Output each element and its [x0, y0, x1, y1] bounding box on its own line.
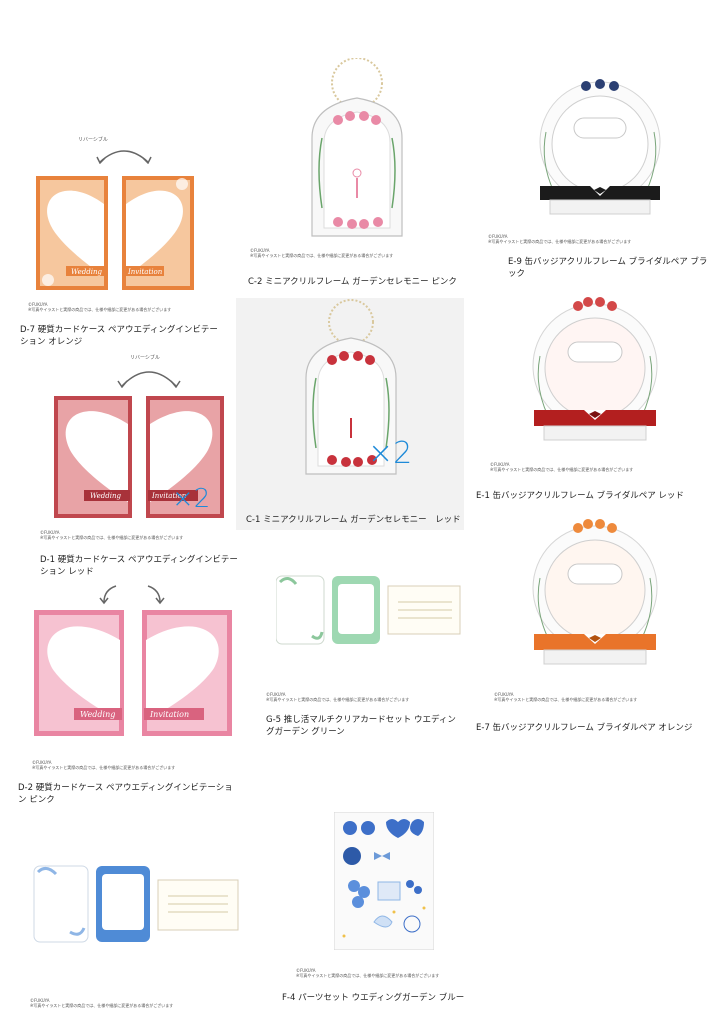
product-c1[interactable]: ×2 C-1 ミニアクリルフレーム ガーデンセレモニー レッド — [236, 298, 464, 530]
card-case-image: Wedding Invitation — [34, 610, 232, 736]
reversible-label: リバーシブル — [78, 137, 108, 143]
disclaimer: ©FUKUYA ※写真やイラストと実際の商品では、仕様や細部に変更がある場合がご… — [266, 692, 410, 702]
mini-frame-image — [311, 58, 403, 237]
down-arrow-left-icon — [99, 585, 117, 605]
product-title: D-1 硬質カードケース ペアウエディングインビテーション レッド — [40, 555, 238, 577]
reversible-arrow-icon — [117, 371, 181, 388]
product-d7[interactable]: リバーシブル Wedding Invitation ©FUKUYA ※写真やイラ… — [20, 137, 218, 348]
product-g5[interactable]: ©FUKUYA ※写真やイラストと実際の商品では、仕様や細部に変更がある場合がご… — [266, 572, 466, 742]
reversible-arrow-icon — [96, 150, 152, 164]
product-d1[interactable]: リバーシブル Wedding Invitation ×2 ©FUKUYA ※写真… — [40, 356, 250, 586]
product-title: G-5 推し活マルチクリアカードセット ウエディングガーデン グリーン — [266, 715, 456, 737]
product-title: E-1 缶バッジアクリルフレーム ブライダルペア レッド — [476, 491, 684, 501]
quantity-annotation: ×2 — [368, 436, 413, 471]
badge-frame-image — [532, 297, 658, 441]
product-title: D-7 硬質カードケース ペアウエディングインビテーション オレンジ — [20, 325, 218, 347]
disclaimer: ©FUKUYA ※写真やイラストと実際の商品では、仕様や細部に変更がある場合がご… — [490, 462, 634, 472]
product-e1[interactable]: ©FUKUYA ※写真やイラストと実際の商品では、仕様や細部に変更がある場合がご… — [470, 290, 715, 505]
product-f4[interactable]: ©FUKUYA ※写真やイラストと実際の商品では、仕様や細部に変更がある場合がご… — [280, 812, 480, 1012]
banner-left-text: Wedding — [71, 268, 102, 276]
product-title: F-4 パーツセット ウエディングガーデン ブルー — [282, 993, 465, 1003]
disclaimer: ©FUKUYA ※写真やイラストと実際の商品では、仕様や細部に変更がある場合がご… — [494, 692, 638, 702]
card-case-image: Wedding Invitation — [54, 396, 224, 518]
badge-frame-image — [532, 519, 658, 665]
banner-left-text: Wedding — [80, 710, 115, 719]
disclaimer: ©FUKUYA ※写真やイラストと実際の商品では、仕様や細部に変更がある場合がご… — [488, 234, 632, 244]
badge-frame-image — [539, 79, 661, 215]
clear-card-set-image — [276, 575, 461, 645]
banner-right-text: Invitation — [151, 492, 187, 500]
disclaimer: ©FUKUYA ※写真やイラストと実際の商品では、仕様や細部に変更がある場合がご… — [40, 530, 184, 540]
card-case-image: Wedding Invitation — [36, 176, 194, 290]
product-e7[interactable]: ©FUKUYA ※写真やイラストと実際の商品では、仕様や細部に変更がある場合がご… — [470, 512, 715, 733]
disclaimer: ©FUKUYA ※写真やイラストと実際の商品では、仕様や細部に変更がある場合がご… — [28, 302, 172, 312]
disclaimer: ©FUKUYA ※写真やイラストと実際の商品では、仕様や細部に変更がある場合がご… — [32, 760, 176, 770]
down-arrow-right-icon — [147, 585, 165, 605]
disclaimer: ©FUKUYA ※写真やイラストと実際の商品では、仕様や細部に変更がある場合がご… — [30, 998, 174, 1008]
disclaimer: ©FUKUYA ※写真やイラストと実際の商品では、仕様や細部に変更がある場合がご… — [296, 968, 440, 978]
banner-right-text: Invitation — [149, 710, 189, 719]
product-d2[interactable]: Wedding Invitation ©FUKUYA ※写真やイラストと実際の商… — [18, 584, 238, 814]
reversible-label: リバーシブル — [130, 355, 160, 361]
product-title: E-9 缶バッジアクリルフレーム ブライダルペア ブラック — [508, 257, 708, 279]
product-title: C-2 ミニアクリルフレーム ガーデンセレモニー ピンク — [248, 277, 457, 287]
mini-frame-image — [305, 299, 397, 475]
product-e9[interactable]: ©FUKUYA ※写真やイラストと実際の商品では、仕様や細部に変更がある場合がご… — [480, 72, 710, 279]
banner-left-text: Wedding — [90, 492, 121, 500]
product-c2[interactable]: ©FUKUYA ※写真やイラストと実際の商品では、仕様や細部に変更がある場合がご… — [248, 58, 460, 293]
quantity-annotation: ×2 — [172, 484, 211, 514]
product-title: C-1 ミニアクリルフレーム ガーデンセレモニー レッド — [246, 515, 461, 525]
disclaimer: ©FUKUYA ※写真やイラストと実際の商品では、仕様や細部に変更がある場合がご… — [250, 248, 394, 258]
banner-right-text: Invitation — [127, 268, 163, 276]
parts-set-image — [334, 812, 434, 950]
product-blue-card-set[interactable]: ©FUKUYA ※写真やイラストと実際の商品では、仕様や細部に変更がある場合がご… — [30, 862, 250, 1022]
product-title: D-2 硬質カードケース ペアウエディングインビテーション ピンク — [18, 783, 233, 805]
product-title: E-7 缶バッジアクリルフレーム ブライダルペア オレンジ — [476, 723, 693, 733]
clear-card-set-image — [33, 865, 239, 943]
